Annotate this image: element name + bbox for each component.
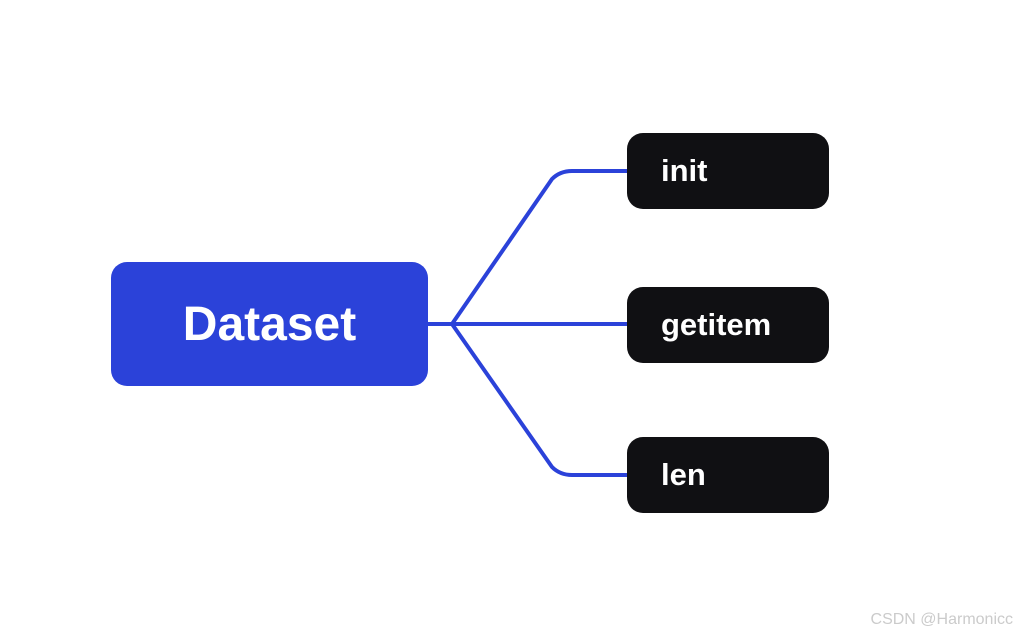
node-dataset-label: Dataset: [182, 297, 357, 351]
watermark-text: CSDN @Harmonicc: [870, 611, 1013, 628]
connector-root-to-init: [428, 169, 627, 326]
node-init: init: [627, 133, 829, 209]
connector-root-to-len: [428, 322, 627, 477]
node-getitem: getitem: [627, 287, 829, 363]
node-len: len: [627, 437, 829, 513]
node-init-label: init: [661, 153, 708, 188]
node-dataset: Dataset: [111, 262, 428, 386]
node-len-label: len: [661, 457, 706, 492]
node-getitem-label: getitem: [661, 307, 772, 342]
